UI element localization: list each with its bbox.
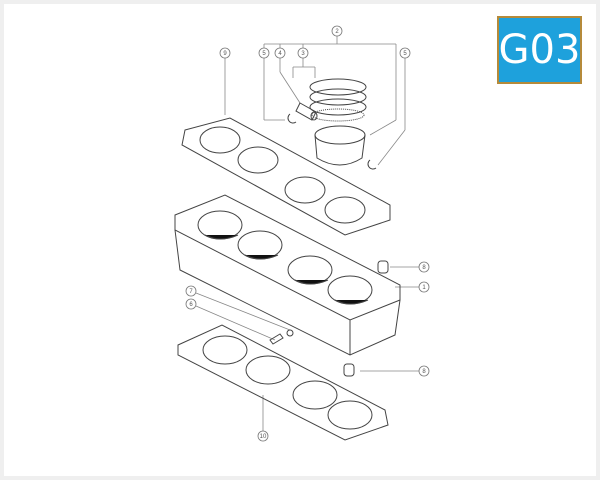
callout-5a: 5 [258, 47, 270, 59]
dowel-pin-bottom [343, 363, 355, 377]
circlip-right [367, 159, 377, 170]
svg-text:5: 5 [262, 51, 266, 57]
dowel-pin-top [377, 260, 389, 274]
callout-10: 10 [257, 430, 269, 442]
svg-text:2: 2 [335, 29, 339, 35]
callout-6: 6 [185, 298, 197, 310]
svg-text:5: 5 [403, 51, 407, 57]
callout-4: 4 [274, 47, 286, 59]
cylinder-base-gasket [177, 324, 389, 441]
piston-rings [309, 78, 367, 122]
callout-9: 9 [219, 47, 231, 59]
svg-text:6: 6 [189, 302, 193, 308]
svg-text:4: 4 [278, 51, 282, 57]
svg-text:9: 9 [223, 51, 227, 57]
section-code-badge: G03 [497, 16, 582, 84]
callout-2: 2 [331, 25, 343, 37]
svg-text:1: 1 [422, 285, 426, 291]
callout-8b: 8 [418, 365, 430, 377]
callout-8a: 8 [418, 261, 430, 273]
callout-7: 7 [185, 285, 197, 297]
piston [314, 125, 366, 166]
leader-lines [195, 36, 419, 431]
callout-3: 3 [297, 47, 309, 59]
svg-text:7: 7 [189, 289, 193, 295]
cylinder-block [174, 194, 401, 356]
circlip-left [287, 113, 297, 124]
cylinder-head-gasket [181, 117, 391, 236]
svg-text:8: 8 [422, 265, 426, 271]
bolt [269, 333, 284, 345]
piston-pin [295, 102, 318, 121]
svg-text:3: 3 [301, 51, 305, 57]
callout-1: 1 [418, 281, 430, 293]
washer [286, 329, 294, 337]
callout-5b: 5 [399, 47, 411, 59]
svg-text:8: 8 [422, 369, 426, 375]
svg-text:10: 10 [260, 434, 267, 440]
